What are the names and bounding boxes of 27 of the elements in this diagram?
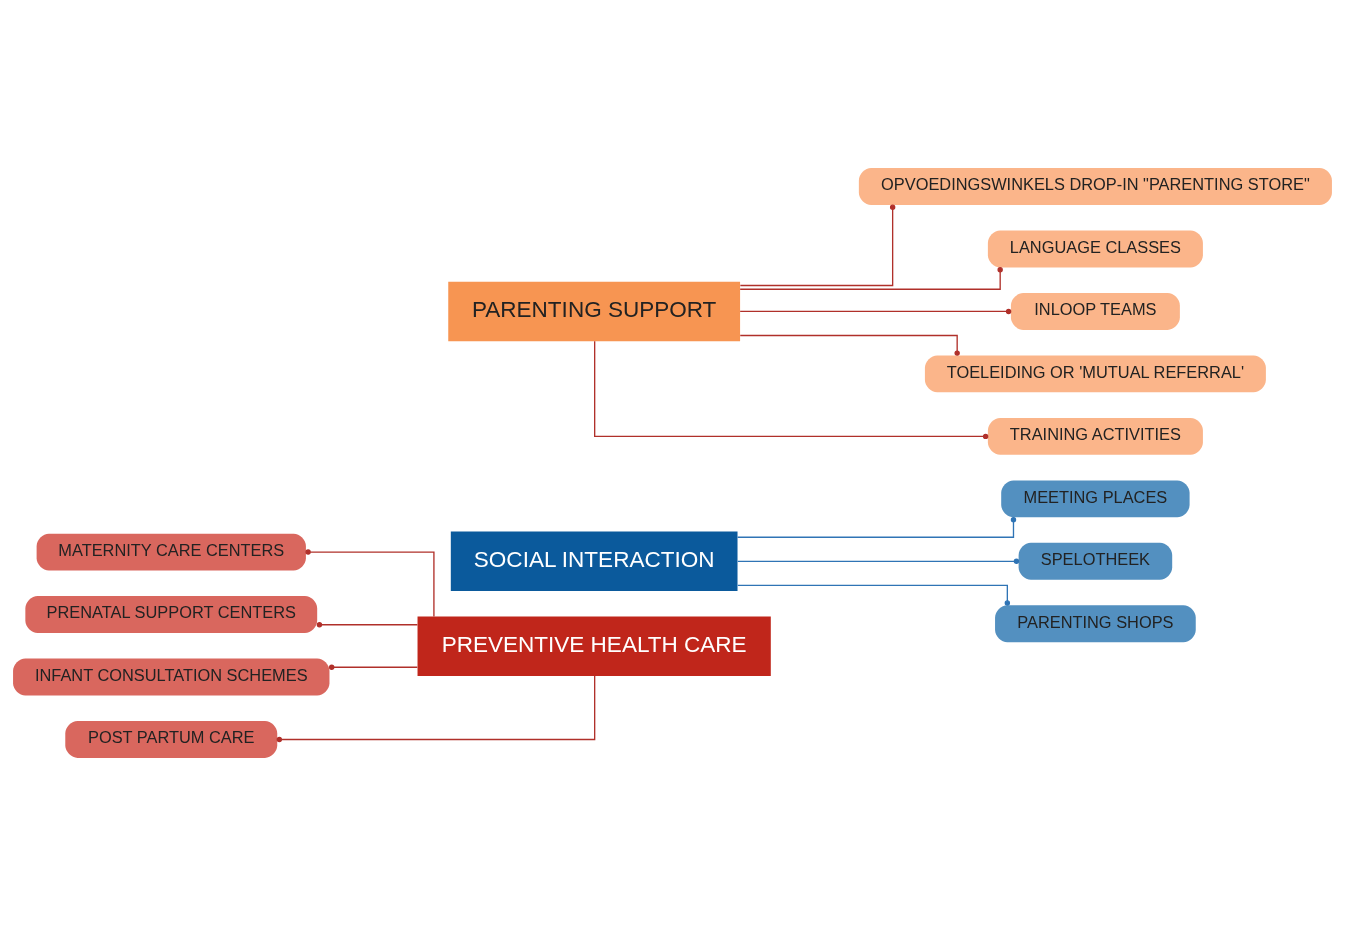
node-box: INFANT CONSULTATION SCHEMES	[13, 658, 330, 695]
node-box: PREVENTIVE HEALTH CARE	[417, 616, 771, 676]
connector	[737, 584, 1011, 606]
connector	[276, 674, 596, 742]
connector	[736, 516, 1017, 538]
connector	[739, 266, 1003, 290]
connector	[739, 203, 896, 286]
node-box: PARENTING SUPPORT	[448, 281, 741, 341]
connector	[305, 548, 435, 617]
connector	[739, 308, 1012, 314]
node-box: PRENATAL SUPPORT CENTERS	[25, 595, 318, 633]
node-box: MEETING PLACES	[1001, 479, 1190, 517]
node-box: OPVOEDINGSWINKELS DROP-IN "PARENTING STORE"	[858, 167, 1332, 205]
connector	[328, 664, 418, 670]
connector	[594, 340, 989, 439]
node-box: LANGUAGE CLASSES	[987, 230, 1203, 267]
node-box: INLOOP TEAMS	[1010, 292, 1180, 330]
node-box: POST PARTUM CARE	[65, 720, 278, 758]
node-box: MATERNITY CARE CENTERS	[36, 533, 306, 570]
connector	[737, 558, 1020, 564]
node-box: TOELEIDING OR 'MUTUAL REFERRAL'	[924, 355, 1266, 392]
node-box: TRAINING ACTIVITIES	[987, 417, 1203, 455]
node-box: SPELOTHEEK	[1018, 542, 1173, 580]
node-box: SOCIAL INTERACTION	[450, 531, 738, 591]
connector	[739, 334, 960, 356]
node-box: PARENTING SHOPS	[995, 604, 1196, 642]
connector	[316, 621, 419, 627]
